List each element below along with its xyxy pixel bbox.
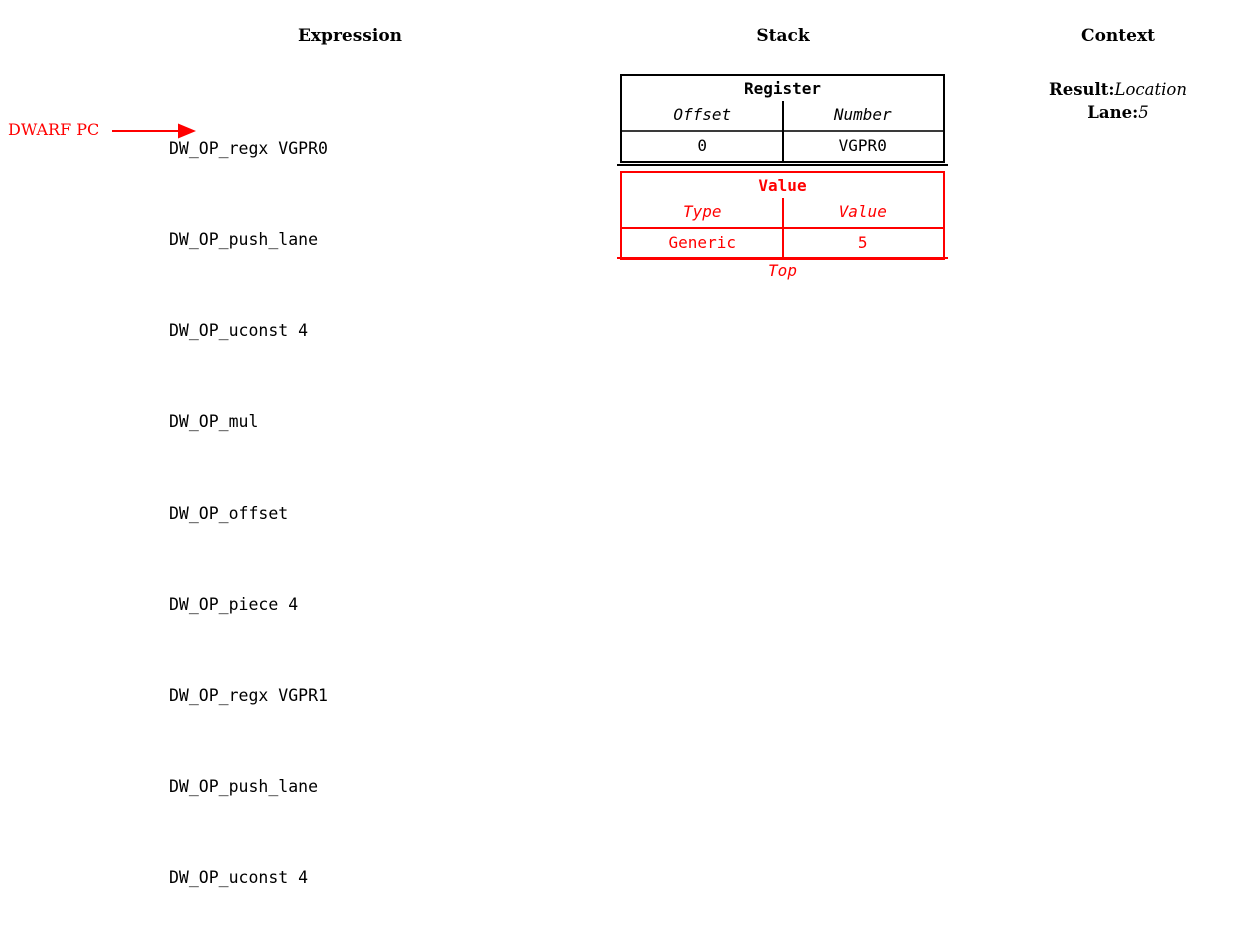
stack-entry-grid: Type Value Generic 5 [622,198,943,258]
table-column-divider [781,101,784,161]
context-block: Result:Location Lane:5 [1018,78,1218,124]
context-row: Lane:5 [1018,101,1218,124]
table-column-header: Type [682,202,722,221]
expression-line: DW_OP_regx VGPR0 [169,138,328,158]
table-column-header: Offset [673,105,732,124]
table-column-header: Value [838,202,887,221]
table-header-row: Offset Number [622,101,943,130]
table-cell: VGPR0 [838,136,887,155]
stack-top-label: Top [768,261,797,280]
table-cell: Generic [668,233,736,252]
expression-line: DW_OP_piece 4 [169,594,299,614]
stack-entry-title: Value [758,176,807,195]
column-heading-expression: Expression [297,26,403,46]
stack-separator-rule [617,164,948,166]
table-cell: 5 [857,233,868,252]
table-column-divider [781,198,784,258]
expression-line: DW_OP_uconst 4 [169,321,309,341]
dwarf-pc-marker: DWARF PC [8,118,196,146]
stack-entry-value: Value Type Value Generic 5 [620,171,945,260]
expression-line: DW_OP_uconst 4 [169,868,309,888]
expression-line: DW_OP_push_lane [169,777,319,797]
table-column-header: Number [833,105,892,124]
table-cell: 0 [697,136,708,155]
expression-line: DW_OP_offset [169,503,289,523]
column-heading-context: Context [1081,26,1155,46]
right-arrow-icon [112,123,196,139]
context-row: Result:Location [1018,78,1218,101]
context-value: Location [1114,80,1187,99]
column-heading-stack: Stack [756,26,810,46]
stack-entry-title: Register [743,79,822,98]
table-header-row: Type Value [622,198,943,227]
context-key: Result: [1049,80,1115,99]
expression-line: DW_OP_mul [169,412,259,432]
context-value: 5 [1138,103,1149,122]
stack-entry-grid: Offset Number 0 VGPR0 [622,101,943,161]
expression-line: DW_OP_regx VGPR1 [169,686,328,706]
dwarf-pc-label: DWARF PC [8,120,100,139]
context-key: Lane: [1087,103,1139,122]
expression-list: DW_OP_regx VGPR0 DW_OP_push_lane DW_OP_u… [169,73,328,936]
stack-entry-register: Register Offset Number 0 VGPR0 [620,74,945,163]
expression-line: DW_OP_push_lane [169,230,319,250]
stack-top-rule [617,257,948,259]
